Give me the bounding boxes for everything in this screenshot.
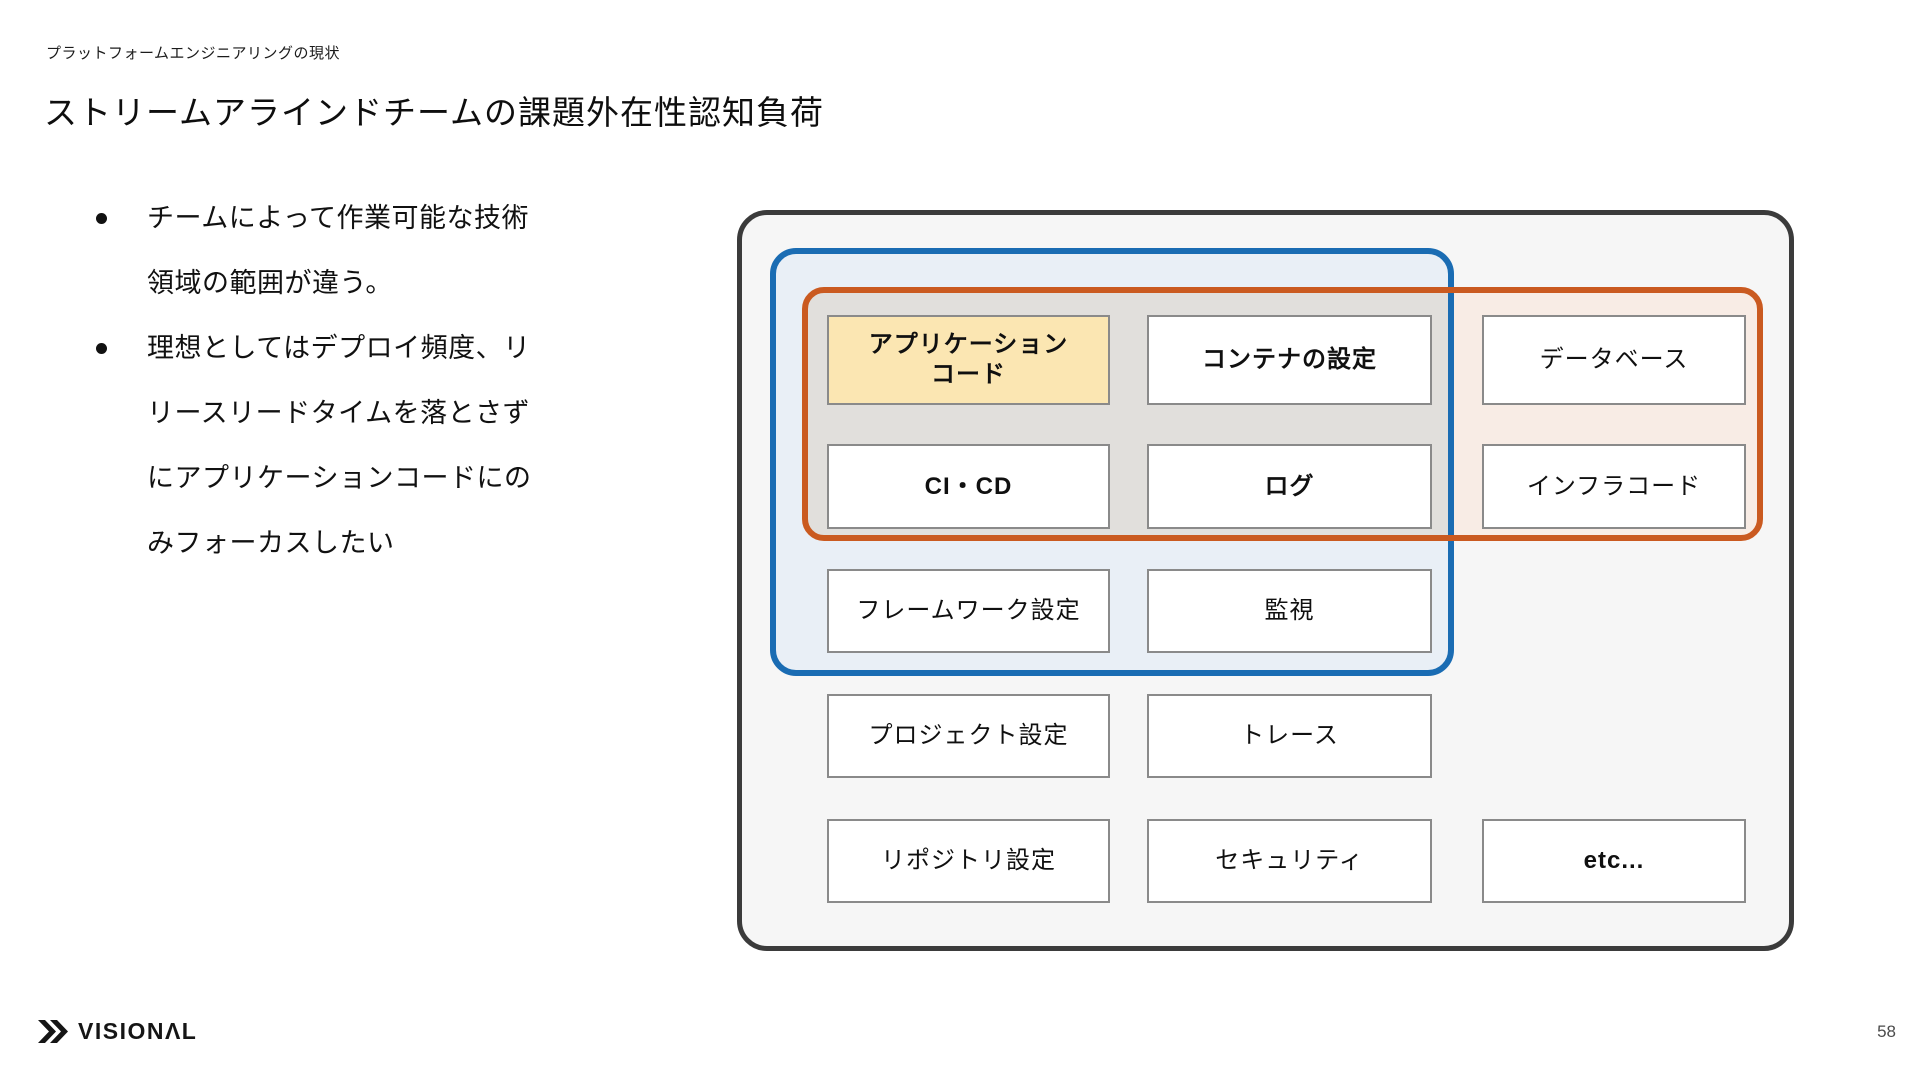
diagram-box: 監視: [1147, 569, 1432, 653]
brand-logo: VISIONΛL: [38, 1018, 197, 1045]
diagram-box: アプリケーション コード: [827, 315, 1110, 405]
visional-chevron-icon: [38, 1020, 68, 1043]
diagram-box: etc...: [1482, 819, 1746, 903]
brand-name: VISIONΛL: [78, 1018, 198, 1044]
bullet-dot: [96, 213, 107, 224]
blue-region-outline: [770, 248, 1454, 676]
diagram-box: CI・CD: [827, 444, 1110, 529]
orange-region-outline: [802, 287, 1763, 541]
diagram-box: トレース: [1147, 694, 1432, 778]
page-number: 58: [1877, 1022, 1896, 1041]
diagram-box: ログ: [1147, 444, 1432, 529]
diagram-box: インフラコード: [1482, 444, 1746, 529]
diagram-box: プロジェクト設定: [827, 694, 1110, 778]
bullet-text: 理想としてはデプロイ頻度、リリースリードタイムを落とさずにアプリケーションコード…: [147, 333, 532, 558]
bullet-dot: [96, 343, 107, 354]
bullet-item: 理想としてはデプロイ頻度、リリースリードタイムを落とさずにアプリケーションコード…: [96, 316, 566, 576]
page-title: ストリームアラインドチームの課題外在性認知負荷: [44, 94, 825, 131]
slide-kicker: プラットフォームエンジニアリングの現状: [46, 45, 341, 62]
bullet-item: チームによって作業可能な技術領域の範囲が違う。: [96, 186, 566, 316]
diagram-box: セキュリティ: [1147, 819, 1432, 903]
diagram-box: コンテナの設定: [1147, 315, 1432, 405]
bullet-list: チームによって作業可能な技術領域の範囲が違う。理想としてはデプロイ頻度、リリース…: [96, 186, 566, 576]
diagram-box: データベース: [1482, 315, 1746, 405]
diagram-box: フレームワーク設定: [827, 569, 1110, 653]
bullet-text: チームによって作業可能な技術領域の範囲が違う。: [147, 203, 530, 298]
diagram-box: リポジトリ設定: [827, 819, 1110, 903]
